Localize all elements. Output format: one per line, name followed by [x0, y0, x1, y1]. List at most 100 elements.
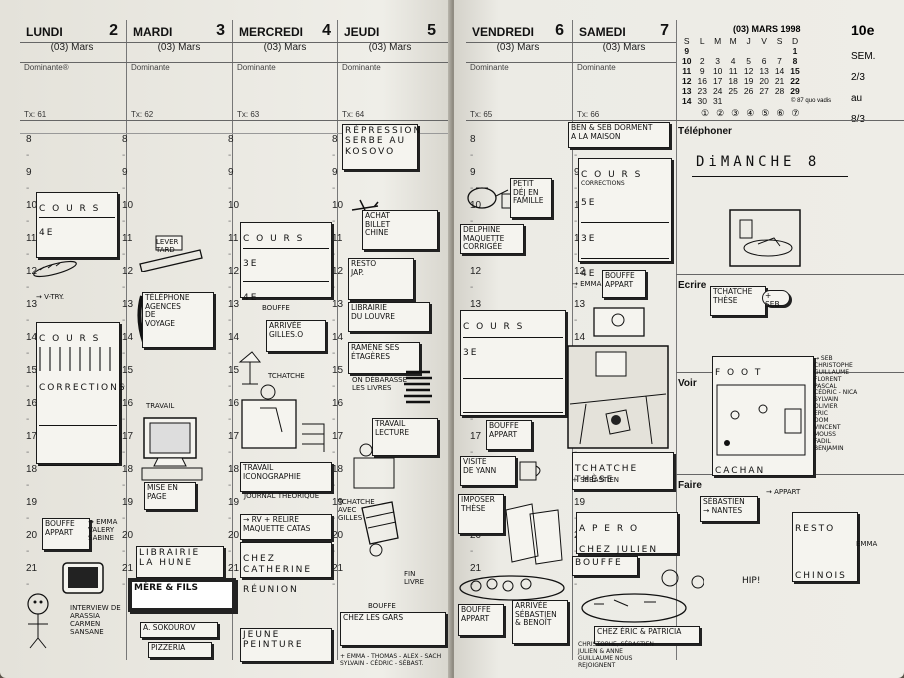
hour-label: 20	[332, 530, 344, 541]
computer-sketch	[141, 417, 203, 481]
day-name: LUNDI	[26, 25, 63, 39]
day-month: (03) Mars	[368, 42, 412, 53]
food-tray-sketch	[459, 575, 565, 601]
calendar-day	[772, 46, 787, 56]
hour-label: 11	[332, 233, 343, 244]
tx-label: Tx: 61	[24, 110, 47, 119]
hour-label: 11	[26, 233, 37, 244]
header-rule	[466, 62, 676, 63]
day-month: (03) Mars	[602, 42, 646, 53]
day-month: (03) Mars	[157, 42, 201, 53]
header-rule	[20, 120, 450, 121]
calendar-day: 23	[697, 86, 707, 96]
hour-label: 16	[332, 398, 344, 409]
calendar-day: 17	[712, 76, 723, 86]
half-hour-dash: -	[470, 183, 474, 194]
section-ecrire: Ecrire	[678, 280, 707, 291]
calendar-weekday: S	[683, 36, 690, 46]
half-hour-dash: -	[228, 183, 232, 194]
day-name: VENDREDI	[472, 25, 535, 39]
day-number: 5	[427, 22, 436, 39]
note-mardi-mise: MISE EN PAGE	[144, 482, 196, 510]
hour-label: 19	[26, 497, 38, 508]
book-spine	[448, 0, 458, 678]
header-rule	[20, 133, 450, 134]
half-hour-dash: -	[332, 579, 336, 590]
calendar-day: 13	[759, 66, 769, 76]
plane-sketch	[351, 199, 379, 219]
calendar-day: 25	[728, 86, 738, 96]
half-hour-dash: -	[470, 447, 474, 458]
note-lundi-cours: C O U R S 4e	[36, 192, 118, 258]
week-number-cell: 13	[682, 86, 692, 96]
note-text: TCHATCHE THÈSE	[575, 464, 639, 485]
calendar-day	[772, 96, 787, 106]
half-hour-dash: -	[470, 414, 474, 425]
calendar-day: 20	[759, 76, 769, 86]
hour-label: 8	[122, 134, 128, 145]
hour-label: 16	[228, 398, 240, 409]
half-hour-dash: -	[122, 579, 126, 590]
hour-label: 21	[26, 563, 38, 574]
note-text: C O U R S	[39, 334, 101, 345]
note-jeudi-repression: RÉPRESSION SERBE AU KOSOVO	[342, 124, 420, 170]
calendar-day: 7	[777, 56, 782, 66]
tx-label: Tx: 64	[342, 110, 365, 119]
calendar-day	[756, 46, 771, 56]
note-dim-names: → SEB CHRISTOPHE GUILLAUME FLORENT PASCA…	[814, 355, 858, 452]
hour-label: 14	[26, 332, 38, 343]
hour-label: 18	[332, 464, 344, 475]
half-hour-dash: -	[332, 282, 336, 293]
note-text: CHEZ JULIEN	[579, 545, 659, 556]
note-lundi-vtry: → V-TRY.	[36, 293, 65, 301]
half-hour-dash: -	[122, 414, 126, 425]
hour-label: 19	[228, 497, 240, 508]
calendar-day: 15	[790, 66, 800, 76]
note-dim-appart: → APPART	[766, 488, 801, 496]
header-rule	[20, 42, 450, 43]
note-text: CORRECTIONS	[39, 383, 127, 394]
note-mardi-travail: TRAVAIL	[146, 402, 175, 410]
moon-phases: ①②③④⑤⑥⑦	[701, 108, 807, 118]
day-month: (03) Mars	[263, 42, 307, 53]
note-jeudi-livres: ON DÉBARASSE LES LIVRES	[352, 376, 408, 393]
half-hour-dash: -	[26, 546, 30, 557]
calendar-day: 14	[774, 66, 785, 76]
calendar-day: 29	[790, 86, 800, 96]
section-rule	[676, 274, 904, 275]
half-hour-dash: -	[332, 381, 336, 392]
half-hour-dash: -	[122, 480, 126, 491]
dominante-label: Dominante	[577, 63, 616, 72]
hour-label: 16	[122, 398, 134, 409]
note-dim-emma: EMMA	[856, 540, 878, 548]
tx-label: Tx: 66	[577, 110, 600, 119]
hour-label: 8	[332, 134, 338, 145]
hour-label: 13	[332, 299, 344, 310]
note-vendredi-petit: PETIT DÉJ EN FAMILLE	[510, 178, 552, 218]
note-samedi-bouffe2: BOUFFE	[572, 556, 638, 576]
note-jeudi-chez: CHEZ LES GARS	[340, 612, 446, 646]
tx-label: Tx: 63	[237, 110, 260, 119]
baguette-sketch	[33, 260, 77, 278]
note-text: 4e	[581, 269, 597, 280]
half-hour-dash: -	[574, 579, 578, 590]
calendar-day: 10	[712, 66, 723, 76]
hour-label: 14	[332, 332, 344, 343]
calendar-day: 3	[715, 56, 721, 66]
hour-label: 18	[26, 464, 38, 475]
half-hour-dash: -	[470, 282, 474, 293]
hour-label: 14	[574, 332, 586, 343]
day-number: 7	[660, 22, 669, 39]
room-sketch	[567, 345, 669, 449]
note-text: RESTO	[795, 524, 836, 535]
hour-label: 15	[122, 365, 134, 376]
note-vendredi-delphine: DELPHINE MAQUETTE CORRIGÉE	[460, 224, 524, 254]
desk-reader-sketch	[353, 443, 395, 489]
calendar-weekday: M	[714, 36, 722, 46]
day-name: SAMEDI	[579, 25, 626, 39]
note-mardi-film: MÈRE & FILS	[128, 578, 236, 612]
half-hour-dash: -	[228, 414, 232, 425]
note-vendredi-visite: VISITE DE YANN	[460, 456, 516, 486]
